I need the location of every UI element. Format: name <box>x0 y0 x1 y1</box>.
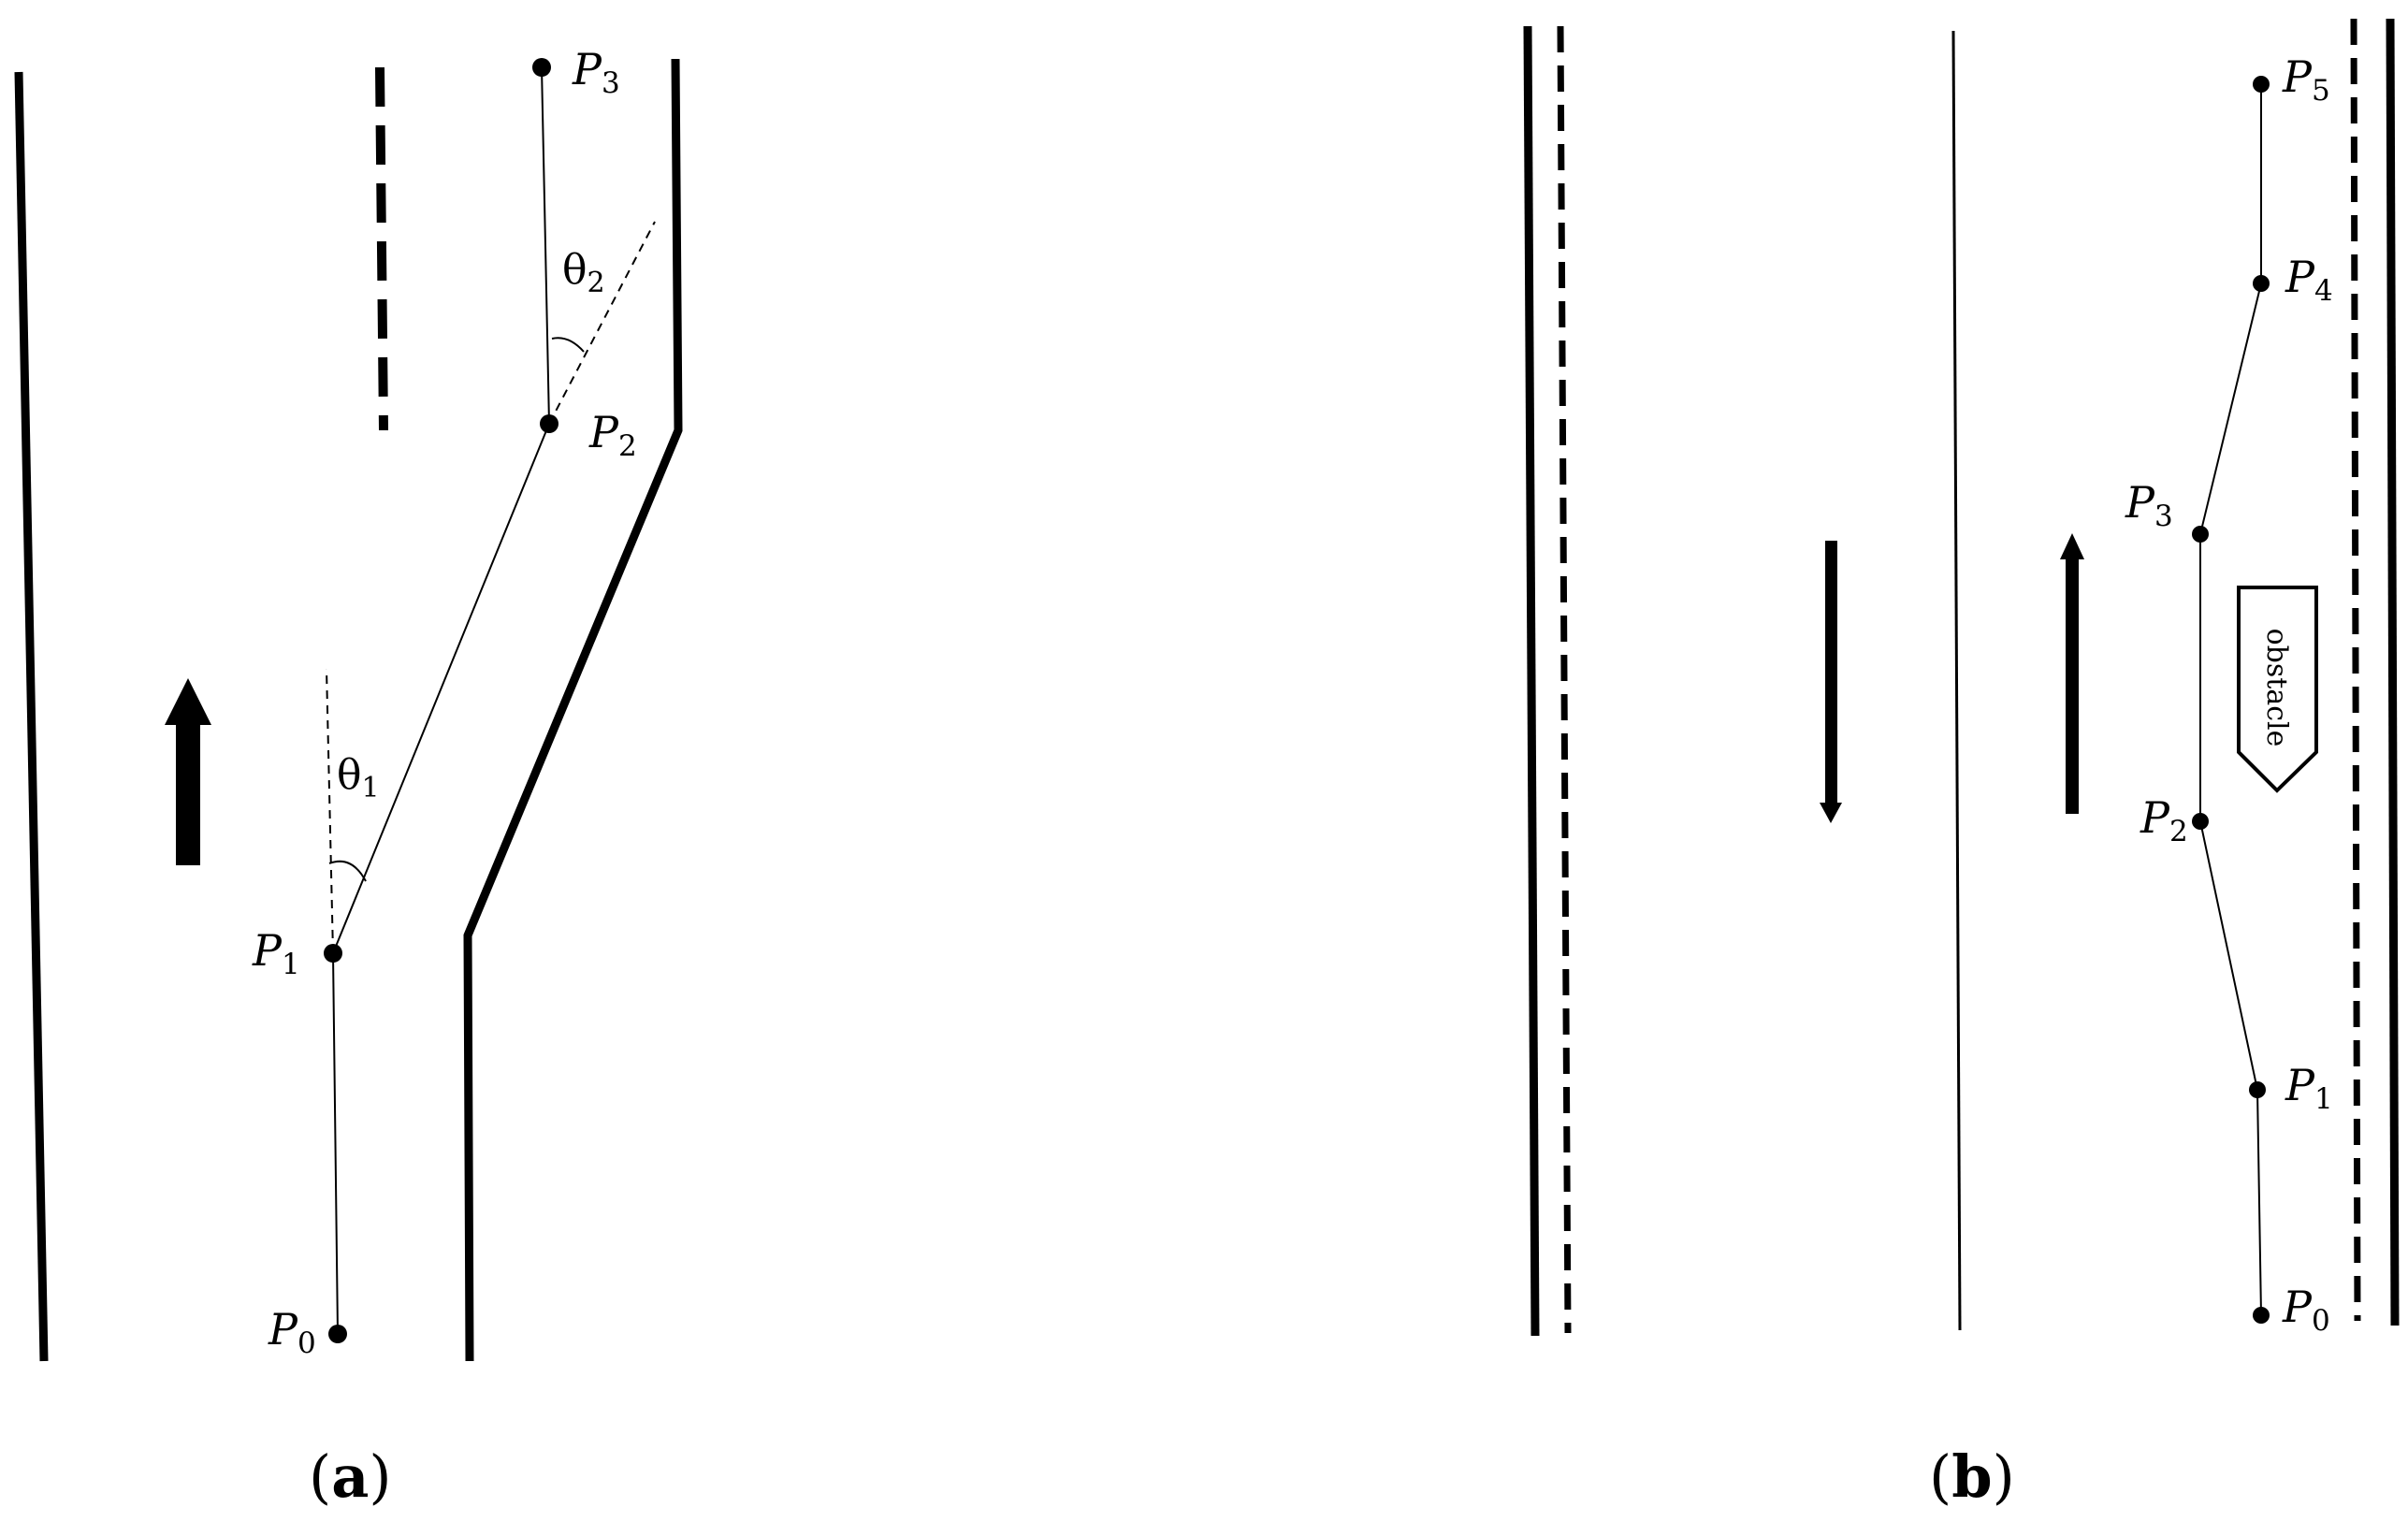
point-p3-a <box>532 58 551 77</box>
label-p0-b: P0 <box>2282 1282 2330 1338</box>
obstacle-label: obstacle <box>2260 629 2293 747</box>
angle-label-theta1: θ1 <box>337 751 380 804</box>
label-p2-b: P2 <box>2140 792 2188 848</box>
point-p0-a <box>328 1325 347 1343</box>
panel-b: obstacle P0 P1 P2 P3 P4 P5 (b) <box>1523 18 2400 1511</box>
road-edge-right-a <box>463 58 683 1362</box>
point-p4-b <box>2253 275 2270 292</box>
label-p4-b: P4 <box>2285 252 2333 308</box>
point-p1-a <box>324 944 342 963</box>
path-polyline-a <box>331 66 551 1335</box>
point-p2-a <box>540 414 558 433</box>
angle-label-theta2: θ2 <box>562 246 605 299</box>
label-p1-b: P1 <box>2285 1060 2333 1116</box>
point-p0-b <box>2253 1307 2270 1324</box>
label-p3-a: P3 <box>572 44 620 100</box>
road-edge-left-b <box>1523 25 1540 1337</box>
reference-line-1 <box>326 668 334 954</box>
point-p3-b <box>2192 526 2209 543</box>
lane-dash-a <box>375 66 388 431</box>
obstacle: obstacle <box>2237 586 2318 793</box>
label-p3-b: P3 <box>2125 477 2173 533</box>
point-p1-b <box>2249 1081 2266 1098</box>
reference-line-2 <box>548 221 656 425</box>
label-p0-a: P0 <box>268 1304 316 1360</box>
direction-arrow-down-b <box>1820 541 1842 823</box>
label-p1-a: P1 <box>252 925 300 981</box>
lane-dash-left-b <box>1557 25 1572 1334</box>
path-polyline-b <box>2199 84 2262 1316</box>
label-p2-a: P2 <box>588 407 637 463</box>
lane-dash-right-b <box>2350 18 2361 1322</box>
point-p2-b <box>2192 813 2209 830</box>
angle-arc-2 <box>551 337 585 353</box>
road-edge-right-b <box>2386 18 2400 1326</box>
panel-a: P0 P1 P2 P3 θ1 θ2 (a) <box>14 44 683 1511</box>
panel-label-a: (a) <box>309 1442 392 1511</box>
panel-label-b: (b) <box>1929 1442 2015 1511</box>
direction-arrow-up-b <box>2060 533 2084 814</box>
point-p5-b <box>2253 76 2270 93</box>
label-p5-b: P5 <box>2282 51 2330 108</box>
road-edge-left-a <box>14 71 49 1362</box>
angle-arc-1 <box>328 860 367 882</box>
center-line-b <box>1951 30 1962 1331</box>
direction-arrow-up-a <box>165 678 211 865</box>
